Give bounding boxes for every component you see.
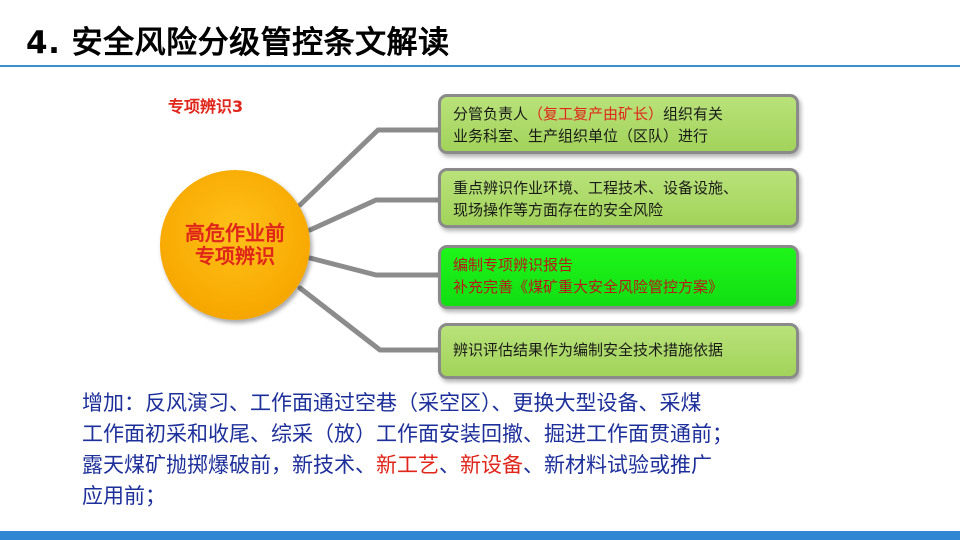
box1-text-pre: 分管负责人 (453, 105, 529, 123)
bottom-bar (0, 531, 960, 540)
paragraph-line3: 露天煤矿抛掷爆破前，新技术、新工艺、新设备、新材料试验或推广 (82, 450, 912, 481)
branch-box-report-line2: 补充完善《煤矿重大安全风险管控方案》 (453, 278, 724, 296)
branch-box-report: 编制专项辨识报告 补充完善《煤矿重大安全风险管控方案》 (438, 245, 799, 309)
branch-box-responsible-line2: 业务科室、生产组织单位（区队）进行 (453, 127, 709, 145)
branch-box-focus: 重点辨识作业环境、工程技术、设备设施、 现场操作等方面存在的安全风险 (438, 168, 799, 228)
paragraph-line3-post: 、新材料试验或推广 (523, 453, 712, 477)
connector-3 (307, 255, 443, 278)
connector-4 (297, 285, 443, 353)
central-topic-circle: 高危作业前 专项辨识 (160, 170, 310, 320)
section-subtitle: 专项辨识3 (168, 97, 244, 116)
branch-box-result: 辨识评估结果作为编制安全技术措施依据 (438, 323, 799, 379)
paragraph-new-process: 新工艺 (376, 453, 439, 477)
box1-text-post: 组织有关 (663, 105, 724, 123)
central-topic-line1: 高危作业前 (185, 221, 285, 245)
paragraph-new-equipment: 新设备 (460, 453, 523, 477)
title-divider (0, 65, 960, 67)
paragraph-line4: 应用前； (82, 484, 166, 508)
paragraph-line1: 增加：反风演习、工作面通过空巷（采空区）、更换大型设备、采煤 (82, 391, 702, 415)
connector-2 (307, 197, 443, 233)
page-title: 4. 安全风险分级管控条文解读 (26, 25, 450, 61)
paragraph-line3-sep: 、 (439, 453, 460, 477)
branch-box-responsible: 分管负责人（复工复产由矿长）组织有关 业务科室、生产组织单位（区队）进行 (438, 94, 799, 154)
branch-box-report-line1: 编制专项辨识报告 (453, 256, 574, 274)
branch-box-result-line1: 辨识评估结果作为编制安全技术措施依据 (453, 341, 724, 359)
central-topic-line2: 专项辨识 (195, 244, 275, 268)
branch-box-focus-line1: 重点辨识作业环境、工程技术、设备设施、 (453, 179, 739, 197)
branch-box-responsible-line1: 分管负责人（复工复产由矿长）组织有关 (453, 103, 784, 125)
addition-paragraph: 增加：反风演习、工作面通过空巷（采空区）、更换大型设备、采煤 工作面初采和收尾、… (82, 388, 912, 512)
paragraph-line3-pre: 露天煤矿抛掷爆破前，新技术、 (82, 453, 376, 477)
paragraph-line2: 工作面初采和收尾、综采（放）工作面安装回撤、掘进工作面贯通前； (82, 422, 733, 446)
branch-box-focus-line2: 现场操作等方面存在的安全风险 (453, 201, 664, 219)
box1-text-red: （复工复产由矿长） (528, 105, 664, 123)
connector-1 (297, 127, 443, 208)
